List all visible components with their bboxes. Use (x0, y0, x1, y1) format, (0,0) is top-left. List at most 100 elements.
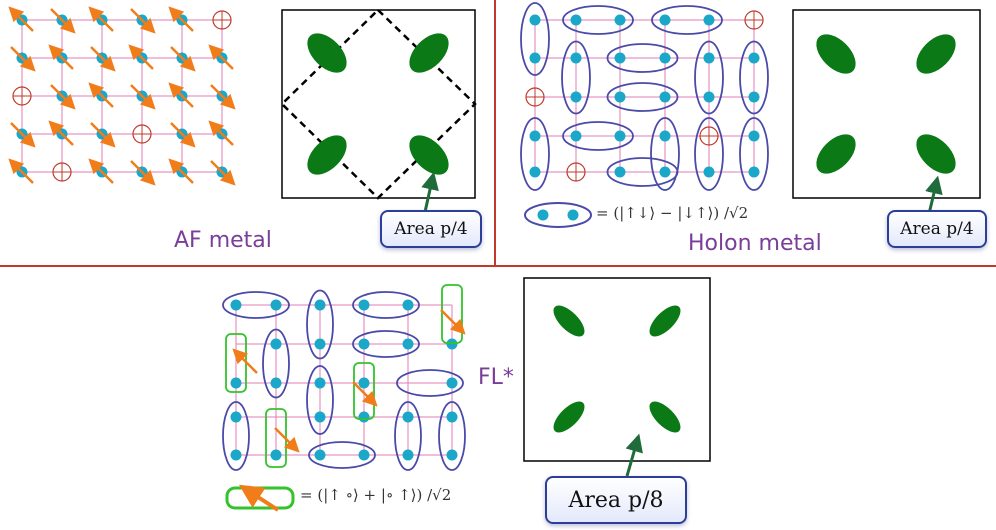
fermi-pocket (409, 33, 449, 73)
site-dot (358, 299, 370, 311)
site-dot (358, 338, 370, 350)
down-spin-arrow (90, 46, 116, 72)
site-dot (659, 52, 671, 64)
singlet-ellipse (694, 40, 724, 115)
up-spin-arrow (48, 120, 74, 146)
fermi-pocket (916, 134, 956, 174)
down-spin-arrow (130, 8, 156, 34)
singlet-ellipse (394, 401, 422, 471)
fermi-pocket (553, 401, 585, 433)
singlet-ellipse (650, 117, 680, 191)
site-dot (402, 338, 414, 350)
site-dot (402, 299, 414, 311)
fermi-pocket (307, 33, 347, 73)
up-spin-arrow (208, 44, 234, 70)
singlet-ellipse (562, 121, 634, 151)
site-dot (529, 14, 541, 26)
up-spin-arrow (48, 44, 74, 70)
holon-pair-legend-icon (225, 484, 295, 512)
singlet-ellipse (562, 5, 634, 35)
site-dot (270, 377, 282, 389)
site-dot (703, 52, 715, 64)
site-dot (270, 299, 282, 311)
site-dot (314, 449, 326, 461)
site-dot (230, 411, 242, 423)
site-dot (529, 52, 541, 64)
site-dot (703, 14, 715, 26)
site-dot (570, 52, 582, 64)
site-dot (529, 130, 541, 142)
fermi-pocket (307, 135, 347, 175)
down-spin-arrow (50, 8, 76, 34)
af-metal-title: AF metal (174, 228, 272, 253)
singlet-ellipse (308, 441, 376, 469)
site-dot (314, 411, 326, 423)
site-dot (748, 166, 760, 178)
singlet-ellipse (739, 40, 769, 115)
fermi-pocket (649, 305, 681, 337)
holon-pair-formula: = (|↑ ∘⟩ + |∘ ↑⟩) /√2 (300, 486, 452, 504)
singlet-legend-icon (524, 202, 592, 228)
singlet-ellipse (352, 291, 420, 319)
singlet-ellipse (694, 117, 724, 191)
fermi-pocket (409, 135, 449, 175)
up-spin-arrow (8, 158, 34, 184)
singlet-ellipse (520, 117, 550, 191)
down-spin-arrow (130, 84, 156, 110)
site-dot (270, 338, 282, 350)
down-spin-arrow (170, 46, 196, 72)
down-spin-arrow (210, 84, 236, 110)
up-spin-arrow (168, 158, 194, 184)
site-dot (446, 338, 458, 350)
site-dot (230, 449, 242, 461)
af-brillouin-zone (280, 8, 477, 200)
holon-pair-box (441, 284, 463, 344)
site-dot (529, 166, 541, 178)
singlet-ellipse (352, 330, 420, 358)
site-dot (659, 14, 671, 26)
down-spin-arrow (210, 160, 236, 186)
singlet-ellipse (520, 2, 550, 76)
af-lattice (8, 6, 236, 186)
up-spin-arrow (208, 120, 234, 146)
site-dot (659, 130, 671, 142)
site-dot (703, 166, 715, 178)
site-dot (230, 299, 242, 311)
up-spin-arrow (232, 348, 258, 374)
singlet-ellipse (739, 117, 769, 191)
singlet-ellipse (222, 291, 290, 319)
site-dot (314, 338, 326, 350)
site-dot (358, 449, 370, 461)
down-spin-arrow (90, 122, 116, 148)
fl-brillouin-zone (523, 277, 711, 462)
site-dot (270, 449, 282, 461)
site-dot (614, 52, 626, 64)
down-spin-arrow (10, 122, 36, 148)
down-spin-arrow (130, 160, 156, 186)
fermi-pocket (816, 34, 856, 74)
singlet-ellipse (606, 157, 679, 187)
af-area-pointer (421, 171, 439, 213)
down-spin-arrow (170, 122, 196, 148)
site-dot (703, 91, 715, 103)
singlet-ellipse (262, 328, 290, 399)
singlet-ellipse (396, 369, 464, 397)
fermi-pocket (816, 134, 856, 174)
site-dot (748, 130, 760, 142)
singlet-ellipse (306, 365, 334, 435)
fl-area-label: Area p/8 (545, 476, 687, 524)
singlet-ellipse (222, 401, 250, 471)
fl-star-title: FL* (478, 365, 514, 390)
site-dot (314, 299, 326, 311)
site-dot (314, 377, 326, 389)
singlet-ellipse (606, 43, 679, 73)
site-dot (748, 52, 760, 64)
fl-area-pointer (625, 433, 643, 477)
site-dot (614, 14, 626, 26)
down-spin-arrow (274, 427, 300, 453)
singlet-ellipse (651, 5, 723, 35)
site-dot (614, 166, 626, 178)
fermi-pocket (649, 401, 681, 433)
fermi-pocket (916, 34, 956, 74)
